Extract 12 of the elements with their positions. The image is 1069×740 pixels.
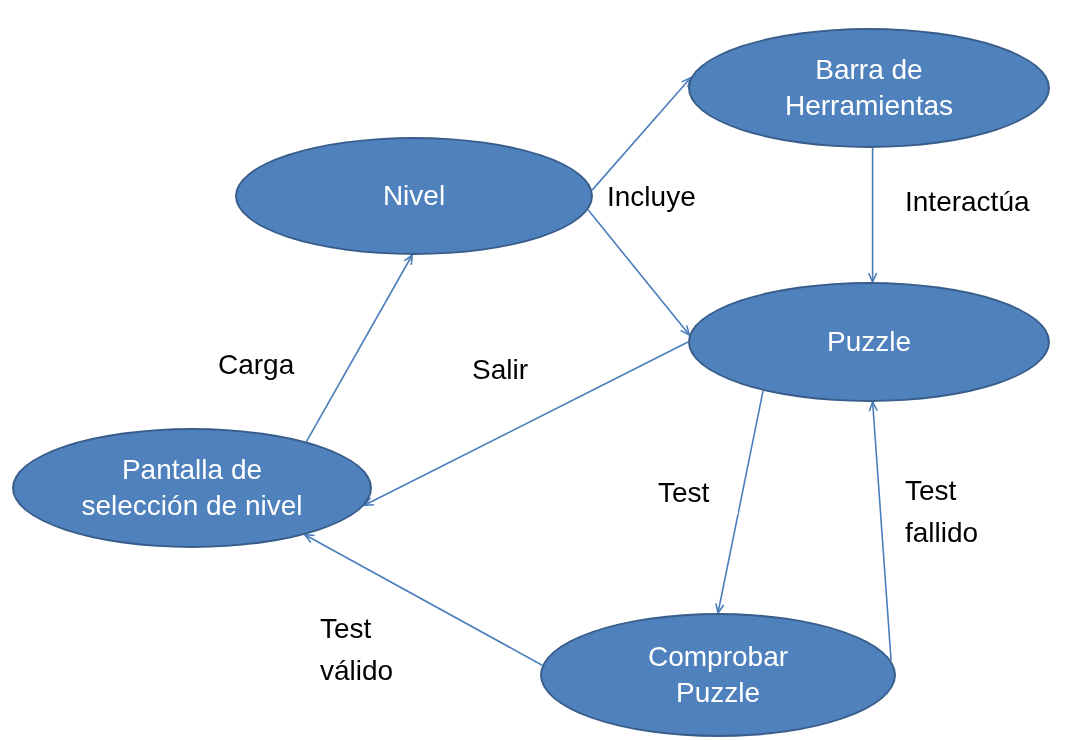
arrow (867, 147, 878, 283)
node-label: Comprobar Puzzle (646, 639, 790, 710)
arrow (363, 341, 689, 507)
arrow (587, 208, 691, 336)
node-label: Barra de Herramientas (783, 52, 955, 123)
arrow (305, 254, 413, 443)
arrow (591, 76, 692, 191)
node-label: Nivel (382, 178, 446, 213)
arrow (715, 389, 764, 614)
node-label: Puzzle (826, 324, 911, 359)
arrow (868, 401, 892, 662)
node-label: Pantalla de selección de nivel (80, 452, 304, 523)
